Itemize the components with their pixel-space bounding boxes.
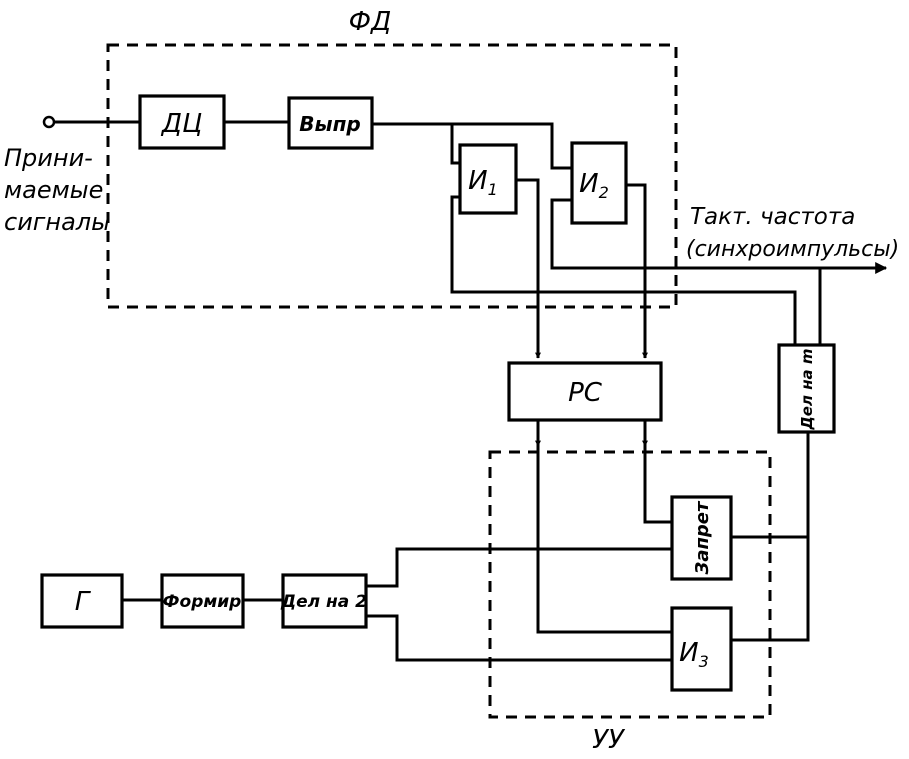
block-and2-label: И: [579, 169, 598, 199]
block-and1: И1: [458, 143, 518, 215]
block-divider-2-label: Дел на 2: [280, 592, 367, 612]
block-rs-label: РС: [568, 378, 603, 408]
block-rs: РС: [507, 361, 663, 422]
input-label-line3: сигналы: [4, 208, 110, 236]
input-label-line1: Прини-: [4, 144, 93, 172]
svg-text:И1: И1: [468, 166, 498, 199]
svg-text:И3: И3: [679, 638, 709, 671]
input-label-line2: маемые: [4, 176, 103, 204]
block-shaper-label: Формир: [163, 592, 242, 612]
block-dc-label: ДЦ: [161, 109, 203, 139]
block-dc: ДЦ: [138, 94, 226, 150]
block-rectifier: Выпр: [287, 96, 374, 150]
block-shaper: Формир: [160, 573, 245, 629]
output-label-line1: Такт. частота: [690, 204, 855, 230]
block-and2: И2: [570, 141, 628, 225]
uu-group-label: УУ: [592, 725, 626, 755]
input-terminal: [42, 115, 56, 129]
fd-group-boundary: [106, 43, 678, 309]
block-inhibit: Запрет: [670, 495, 733, 581]
block-divider-m: Дел на m: [777, 343, 836, 434]
block-generator-label: Г: [75, 587, 92, 617]
block-and3-label: И: [679, 638, 698, 668]
block-and1-subscript: 1: [488, 180, 498, 199]
block-inhibit-label: Запрет: [692, 500, 713, 575]
block-and1-label: И: [468, 166, 487, 196]
uu-group-boundary: [488, 450, 772, 719]
svg-text:И2: И2: [579, 169, 609, 202]
block-divider-m-label: Дел на m: [798, 348, 816, 430]
output-label-line2: (синхроимпульсы): [686, 237, 899, 262]
connection-lines: [42, 115, 888, 662]
block-and2-subscript: 2: [599, 183, 609, 202]
fd-group-label: ФД: [349, 7, 392, 37]
block-generator: Г: [40, 573, 124, 629]
block-rectifier-label: Выпр: [299, 112, 360, 136]
block-and3-subscript: 3: [699, 652, 709, 671]
block-and3: И3: [670, 606, 733, 692]
block-divider-2: Дел на 2: [280, 573, 368, 629]
